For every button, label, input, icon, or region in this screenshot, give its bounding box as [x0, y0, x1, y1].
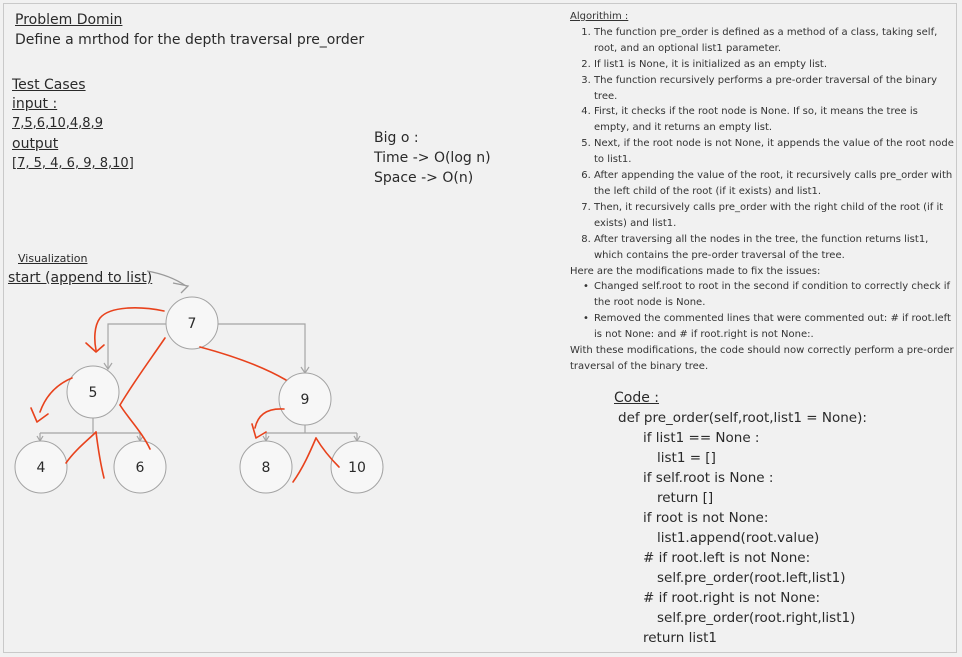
problem-description: Define a mrthod for the depth traversal …	[15, 32, 365, 48]
algorithm-step: After traversing all the nodes in the tr…	[594, 232, 954, 264]
code-line: if self.root is None :	[643, 470, 774, 486]
code-line: return []	[657, 490, 714, 506]
big-o-heading: Big o :	[374, 130, 419, 146]
code-heading: Code :	[614, 390, 660, 406]
test-cases-heading: Test Cases	[12, 77, 86, 93]
algorithm-step: The function recursively performs a pre-…	[594, 73, 954, 105]
code-line: if root is not None:	[643, 510, 769, 526]
code-line: list1.append(root.value)	[657, 530, 820, 546]
code-line: # if root.right is not None:	[643, 590, 821, 606]
algorithm-steps: The function pre_order is defined as a m…	[570, 25, 954, 264]
algorithm-step: The function pre_order is defined as a m…	[594, 25, 954, 57]
code-line: return list1	[643, 630, 717, 646]
algorithm-step: Then, it recursively calls pre_order wit…	[594, 200, 954, 232]
big-o-time: Time -> O(log n)	[374, 150, 491, 166]
code-line: def pre_order(self,root,list1 = None):	[618, 410, 867, 426]
algorithm-section: Algorithim : The function pre_order is d…	[570, 9, 954, 375]
algorithm-step: After appending the value of the root, i…	[594, 168, 954, 200]
algorithm-step: If list1 is None, it is initialized as a…	[594, 57, 954, 73]
modification-item: Removed the commented lines that were co…	[583, 311, 954, 343]
modifications-intro: Here are the modifications made to fix t…	[570, 265, 821, 277]
modification-item: Changed self.root to root in the second …	[583, 279, 954, 311]
code-line: self.pre_order(root.left,list1)	[657, 570, 846, 586]
problem-title: Problem Domin	[15, 12, 123, 28]
code-line: self.pre_order(root.right,list1)	[657, 610, 856, 626]
modifications-list: Changed self.root to root in the second …	[570, 279, 954, 343]
algorithm-step: First, it checks if the root node is Non…	[594, 104, 954, 136]
output-value: [7, 5, 4, 6, 9, 8,10]	[12, 156, 134, 171]
whiteboard-frame	[3, 3, 957, 653]
visualization-label: Visualization	[18, 252, 88, 265]
algorithm-step: Next, if the root node is not None, it a…	[594, 136, 954, 168]
code-line: # if root.left is not None:	[643, 550, 811, 566]
algorithm-heading: Algorithim :	[570, 11, 629, 22]
big-o-space: Space -> O(n)	[374, 170, 474, 186]
start-label: start (append to list)	[8, 270, 153, 286]
input-value: 7,5,6,10,4,8,9	[12, 116, 103, 131]
code-line: list1 = []	[657, 450, 716, 466]
output-label: output	[12, 136, 59, 152]
input-label: input :	[12, 96, 58, 112]
algorithm-conclusion: With these modifications, the code shoul…	[570, 345, 954, 372]
code-line: if list1 == None :	[643, 430, 760, 446]
